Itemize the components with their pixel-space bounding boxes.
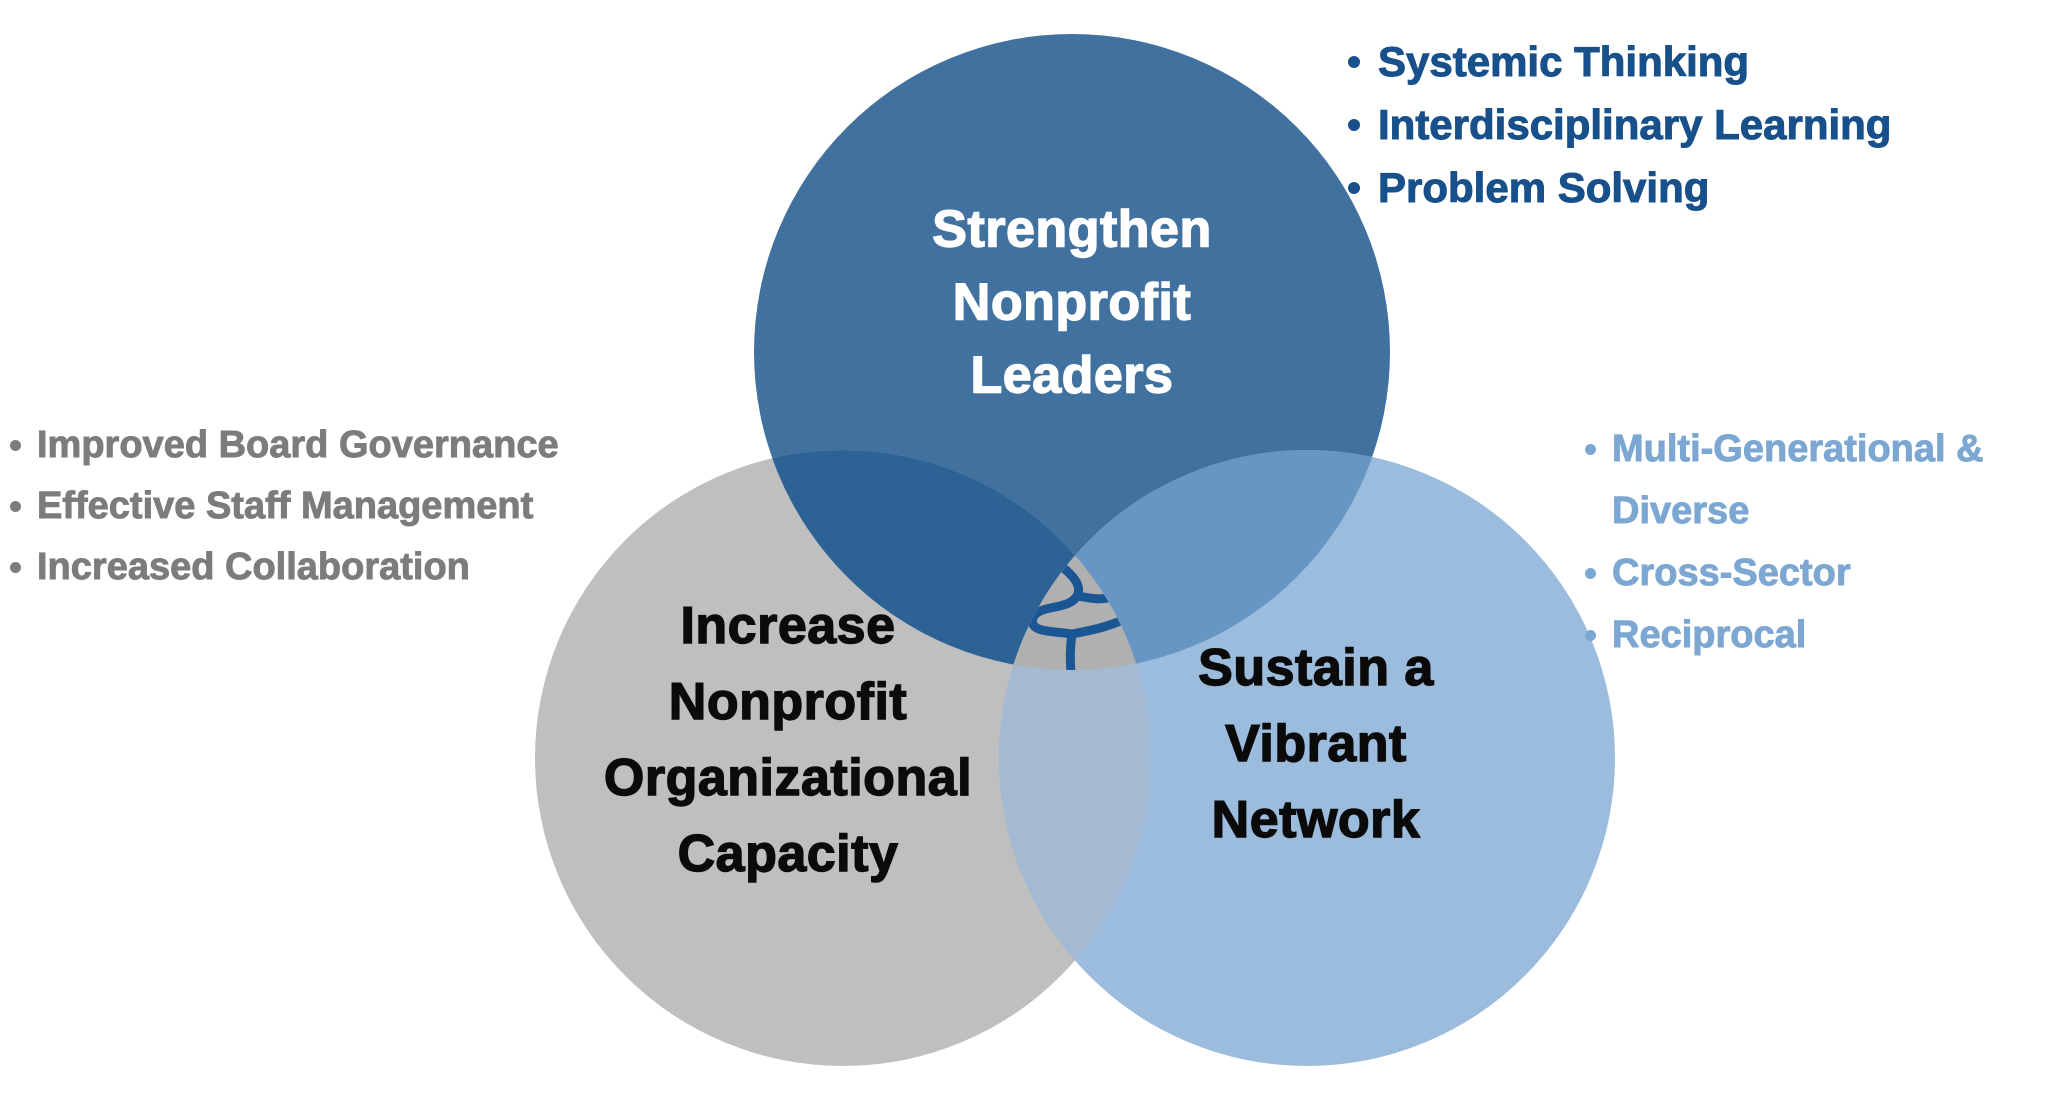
list-item: Systemic Thinking	[1348, 30, 1891, 93]
list-item: Increased Collaboration	[10, 537, 559, 598]
list-item-label: Cross-Sector	[1612, 552, 1852, 595]
label-sustain-vibrant-network: Sustain a Vibrant Network	[1197, 638, 1434, 849]
list-item-label: Increased Collaboration	[37, 546, 471, 589]
bullet-dot	[1585, 568, 1596, 579]
bullet-dot	[1348, 119, 1360, 131]
bullet-dot	[10, 562, 21, 573]
list-item: Effective Staff Management	[10, 476, 559, 537]
list-item-label: Systemic Thinking	[1377, 38, 1750, 86]
bullet-dot	[10, 501, 21, 512]
list-item: Problem Solving	[1348, 156, 1891, 219]
bullet-dot	[1585, 630, 1596, 641]
list-leaders: Systemic Thinking Interdisciplinary Lear…	[1348, 30, 1892, 219]
list-item-label: Multi-Generational & Diverse	[1612, 428, 1984, 533]
overlap-leaders-network	[999, 450, 1390, 670]
list-item-label: Reciprocal	[1612, 614, 1807, 657]
bullet-dot	[1348, 182, 1360, 194]
list-item: Multi-Generational & Diverse	[1585, 418, 2042, 542]
label-strengthen-nonprofit-leaders: Strengthen Nonprofit Leaders	[932, 200, 1212, 405]
list-item-label: Improved Board Governance	[37, 424, 559, 467]
overlap-leaders-capacity	[754, 450, 1151, 670]
list-item: Improved Board Governance	[10, 415, 559, 476]
bullet-dot	[1348, 56, 1360, 68]
list-item-label: Effective Staff Management	[37, 485, 534, 528]
list-capacity: Improved Board Governance Effective Staf…	[10, 415, 559, 598]
list-item: Interdisciplinary Learning	[1348, 93, 1892, 156]
branching-network-icon	[1028, 545, 1141, 670]
list-item: Cross-Sector	[1585, 542, 2042, 604]
list-item-label: Problem Solving	[1377, 164, 1710, 212]
list-network: Multi-Generational & Diverse Cross-Secto…	[1585, 418, 2042, 666]
list-item-label: Interdisciplinary Learning	[1377, 101, 1892, 149]
bullet-dot	[1585, 444, 1596, 455]
bullet-dot	[10, 440, 21, 451]
label-increase-organizational-capacity: Increase Nonprofit Organizational Capaci…	[603, 596, 973, 883]
list-item: Reciprocal	[1585, 604, 2042, 666]
